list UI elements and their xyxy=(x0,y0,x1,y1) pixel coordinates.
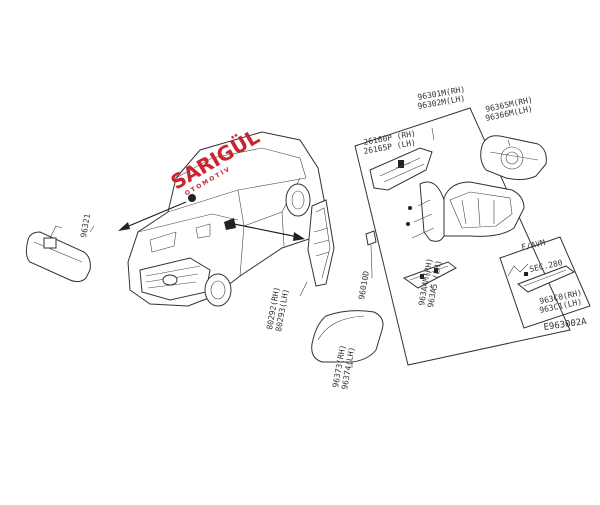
label-lower-cover: 963A4M(RH) 963A5 (LH) xyxy=(417,257,443,308)
leader-turn-lamp xyxy=(395,162,411,169)
inner-mirror-code: 96321 xyxy=(79,213,92,238)
inner-mirror xyxy=(25,225,91,283)
label-finisher: 80292(RH) 80293(LH) xyxy=(265,286,290,332)
lower-cover xyxy=(402,261,457,289)
finisher xyxy=(307,199,335,287)
screw xyxy=(365,230,377,275)
leader-inner-mirror xyxy=(89,225,95,233)
mirror-glass xyxy=(480,135,547,181)
leader-glass xyxy=(507,139,511,147)
leader-assembly xyxy=(431,127,435,141)
car-illustration xyxy=(127,131,327,307)
label-screw: 96010D xyxy=(357,270,371,300)
assembly-outline xyxy=(354,107,571,366)
label-inner-mirror: 96321 xyxy=(79,213,92,238)
avm-camera xyxy=(507,263,575,293)
arrow-inner-mirror xyxy=(118,201,187,231)
leader-lower-cover xyxy=(429,285,435,291)
screw-code: 96010D xyxy=(357,270,371,300)
avm-title: F/AVM xyxy=(521,238,547,252)
leader-finisher xyxy=(299,281,308,297)
turn-lamp xyxy=(369,147,433,191)
label-avm-title: F/AVM xyxy=(521,238,547,252)
label-assembly: 96301M(RH) 96302M(LH) xyxy=(417,85,466,111)
arrow-finisher xyxy=(233,223,305,241)
mirror-housing xyxy=(406,181,525,242)
avm-box xyxy=(499,236,591,329)
cover-cap xyxy=(311,310,384,363)
label-turn-lamp: 26160P (RH) 26165P (LH) xyxy=(363,129,417,156)
label-glass: 96365M(RH) 96366M(LH) xyxy=(485,95,534,123)
